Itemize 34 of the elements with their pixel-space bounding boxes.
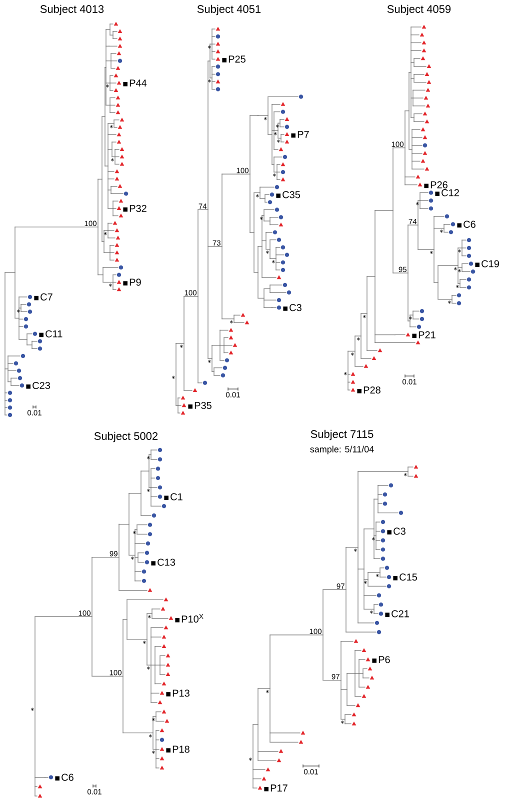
clone-label: P25: [222, 56, 246, 63]
clone-label: C35: [276, 191, 300, 198]
clone-label: C11: [39, 330, 62, 338]
clone-label: P17: [264, 784, 288, 792]
clone-label: C6: [457, 220, 476, 228]
clone-label: C7: [34, 293, 52, 300]
clone-label: C1: [164, 493, 182, 500]
clone-label: P26: [424, 181, 448, 188]
clone-label: P9: [123, 278, 141, 286]
clone-label: C3: [387, 528, 406, 535]
panel-title: Subject 4051: [197, 4, 261, 16]
clone-label: P44: [123, 80, 147, 86]
clone-label: C23: [26, 382, 50, 390]
clone-label: C3: [283, 304, 302, 312]
panel-title: Subject 5002: [94, 432, 158, 442]
clone-label: C13: [151, 558, 175, 566]
clone-label: C6: [55, 774, 74, 781]
clone-label: P7: [291, 130, 309, 138]
clone-label: P35: [188, 402, 212, 409]
clone-label: P18: [166, 746, 190, 753]
sample-date: sample: 5/11/04: [310, 446, 374, 454]
clone-label: P32: [123, 204, 146, 212]
clone-label: P10$^{X}$: [175, 614, 204, 623]
panel-title: Subject 7115: [310, 430, 374, 440]
clone-label: C12: [435, 189, 459, 196]
clone-label: P13: [166, 690, 190, 697]
clone-label: P28: [357, 386, 380, 394]
panel-title: Subject 4013: [40, 4, 104, 16]
clone-label: C21: [385, 610, 409, 618]
clone-label: C19: [475, 260, 499, 268]
clone-label: P21: [412, 331, 436, 338]
clone-label: C15: [393, 574, 418, 581]
panel-title: Subject 4059: [387, 4, 451, 16]
clone-label: P6: [372, 656, 390, 664]
